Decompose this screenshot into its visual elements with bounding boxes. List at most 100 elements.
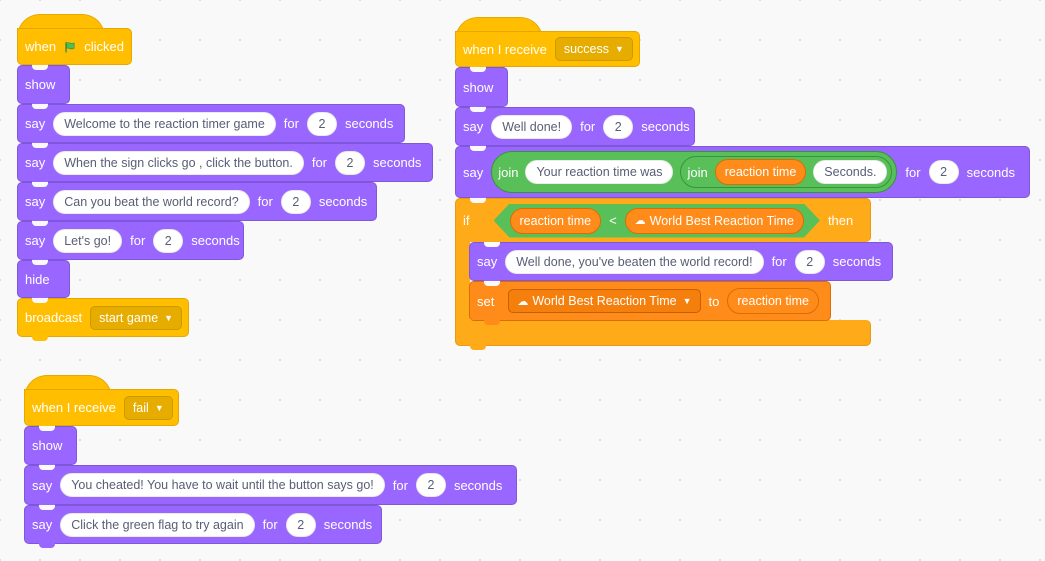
for-label: for [905, 164, 921, 180]
dropdown-arrow-icon: ▼ [154, 402, 164, 413]
seconds-label: seconds [966, 164, 1016, 180]
when-i-receive-hat[interactable]: when I receive fail ▼ [24, 389, 179, 430]
say-label: say [463, 164, 484, 180]
say-label: say [32, 517, 53, 532]
broadcast-message-dropdown[interactable]: start game ▼ [90, 305, 183, 330]
for-label: for [580, 119, 596, 134]
green-flag-icon [65, 41, 75, 52]
message-name: start game [99, 310, 159, 325]
hide-label: hide [25, 271, 50, 287]
cloud-icon: ☁ [634, 215, 646, 227]
seconds-input[interactable]: 2 [335, 150, 365, 175]
world-best-variable[interactable]: ☁ World Best Reaction Time [625, 208, 804, 234]
seconds-label: seconds [641, 119, 690, 134]
say-for-secs-block[interactable]: say Click the green flag to try again fo… [24, 505, 382, 548]
show-block[interactable]: show [24, 426, 77, 469]
seconds-input[interactable]: 2 [794, 249, 825, 274]
hide-block[interactable]: hide [17, 260, 70, 302]
for-label: for [311, 155, 327, 170]
clicked-label: clicked [84, 39, 124, 54]
say-for-secs-block[interactable]: say When the sign clicks go , click the … [17, 143, 433, 186]
seconds-input[interactable]: 2 [153, 228, 184, 253]
broadcast-block[interactable]: broadcast start game ▼ [17, 298, 189, 341]
show-label: show [463, 79, 494, 95]
say-join-for-secs-block[interactable]: say join Your reaction time was join rea… [455, 146, 1030, 202]
join-operator[interactable]: join reaction time Seconds. [680, 156, 893, 188]
then-label: then [827, 213, 854, 228]
say-label: say [25, 194, 46, 209]
reaction-time-variable[interactable]: reaction time [727, 288, 819, 314]
dropdown-arrow-icon: ▼ [682, 296, 692, 306]
seconds-input[interactable]: 2 [415, 473, 446, 497]
say-label: say [32, 477, 53, 493]
join-text-input[interactable]: Seconds. [813, 160, 888, 184]
join-label: join [498, 164, 519, 180]
world-best-label: World Best Reaction Time [532, 294, 677, 308]
when-i-receive-label: when I receive [463, 41, 547, 57]
if-block-bottom [455, 320, 871, 350]
show-label: show [25, 77, 56, 92]
join-text-input[interactable]: Your reaction time was [525, 160, 674, 184]
message-input[interactable]: Well done, you've beaten the world recor… [505, 249, 764, 274]
when-i-receive-label: when I receive [32, 400, 116, 415]
seconds-label: seconds [344, 116, 394, 131]
seconds-input[interactable]: 2 [306, 111, 337, 136]
less-than-symbol: < [609, 213, 617, 228]
seconds-label: seconds [832, 254, 882, 269]
dropdown-arrow-icon: ▼ [164, 312, 174, 323]
for-label: for [262, 517, 278, 532]
set-variable-block[interactable]: set ☁ World Best Reaction Time ▼ to reac… [469, 281, 831, 325]
show-block[interactable]: show [17, 65, 70, 108]
broadcast-label: broadcast [25, 310, 83, 325]
for-label: for [392, 477, 408, 493]
message-input[interactable]: Can you beat the world record? [53, 189, 250, 214]
seconds-input[interactable]: 2 [280, 189, 311, 214]
message-input[interactable]: When the sign clicks go , click the butt… [53, 150, 304, 175]
seconds-input[interactable]: 2 [928, 160, 959, 184]
seconds-label: seconds [318, 194, 368, 209]
for-label: for [771, 254, 787, 269]
receive-message-dropdown[interactable]: success ▼ [554, 37, 633, 61]
say-for-secs-block[interactable]: say Well done! for 2 seconds [455, 107, 695, 150]
for-label: for [130, 233, 146, 248]
show-label: show [32, 438, 63, 453]
dropdown-arrow-icon: ▼ [614, 44, 624, 54]
message-input[interactable]: Welcome to the reaction timer game [53, 111, 276, 136]
for-label: for [257, 194, 273, 209]
message-input[interactable]: Let's go! [53, 228, 123, 253]
seconds-input[interactable]: 2 [285, 512, 316, 537]
say-label: say [477, 254, 498, 269]
join-operator[interactable]: join Your reaction time was join reactio… [491, 151, 898, 193]
say-label: say [25, 233, 46, 248]
variable-dropdown[interactable]: ☁ World Best Reaction Time ▼ [508, 289, 701, 313]
seconds-input[interactable]: 2 [603, 114, 634, 139]
less-than-operator[interactable]: reaction time < ☁ World Best Reaction Ti… [494, 204, 820, 238]
reaction-time-variable[interactable]: reaction time [714, 159, 807, 185]
reaction-time-variable[interactable]: reaction time [510, 208, 602, 234]
if-block[interactable]: if reaction time < ☁ World Best Reaction… [455, 198, 871, 242]
when-i-receive-hat[interactable]: when I receive success ▼ [455, 31, 640, 71]
if-label: if [463, 213, 470, 228]
if-block-arm [455, 241, 470, 321]
message-input[interactable]: Click the green flag to try again [60, 512, 255, 537]
say-for-secs-block[interactable]: say Welcome to the reaction timer game f… [17, 104, 405, 147]
seconds-label: seconds [373, 155, 422, 170]
when-flag-clicked-hat[interactable]: when clicked [17, 28, 132, 69]
seconds-label: seconds [323, 517, 373, 532]
when-label: when [25, 39, 57, 54]
message-input[interactable]: You cheated! You have to wait until the … [60, 473, 385, 497]
message-name: success [563, 42, 609, 56]
receive-message-dropdown[interactable]: fail ▼ [123, 395, 173, 420]
say-label: say [25, 155, 46, 170]
join-label: join [687, 164, 708, 180]
message-name: fail [132, 400, 149, 415]
show-block[interactable]: show [455, 67, 508, 111]
say-for-secs-block[interactable]: say You cheated! You have to wait until … [24, 465, 517, 509]
say-for-secs-block[interactable]: say Can you beat the world record? for 2… [17, 182, 377, 225]
set-label: set [477, 293, 495, 309]
say-for-secs-block[interactable]: say Well done, you've beaten the world r… [469, 242, 893, 285]
world-best-label: World Best Reaction Time [649, 213, 794, 228]
say-label: say [463, 119, 484, 134]
message-input[interactable]: Well done! [491, 114, 573, 139]
say-for-secs-block[interactable]: say Let's go! for 2 seconds [17, 221, 244, 264]
